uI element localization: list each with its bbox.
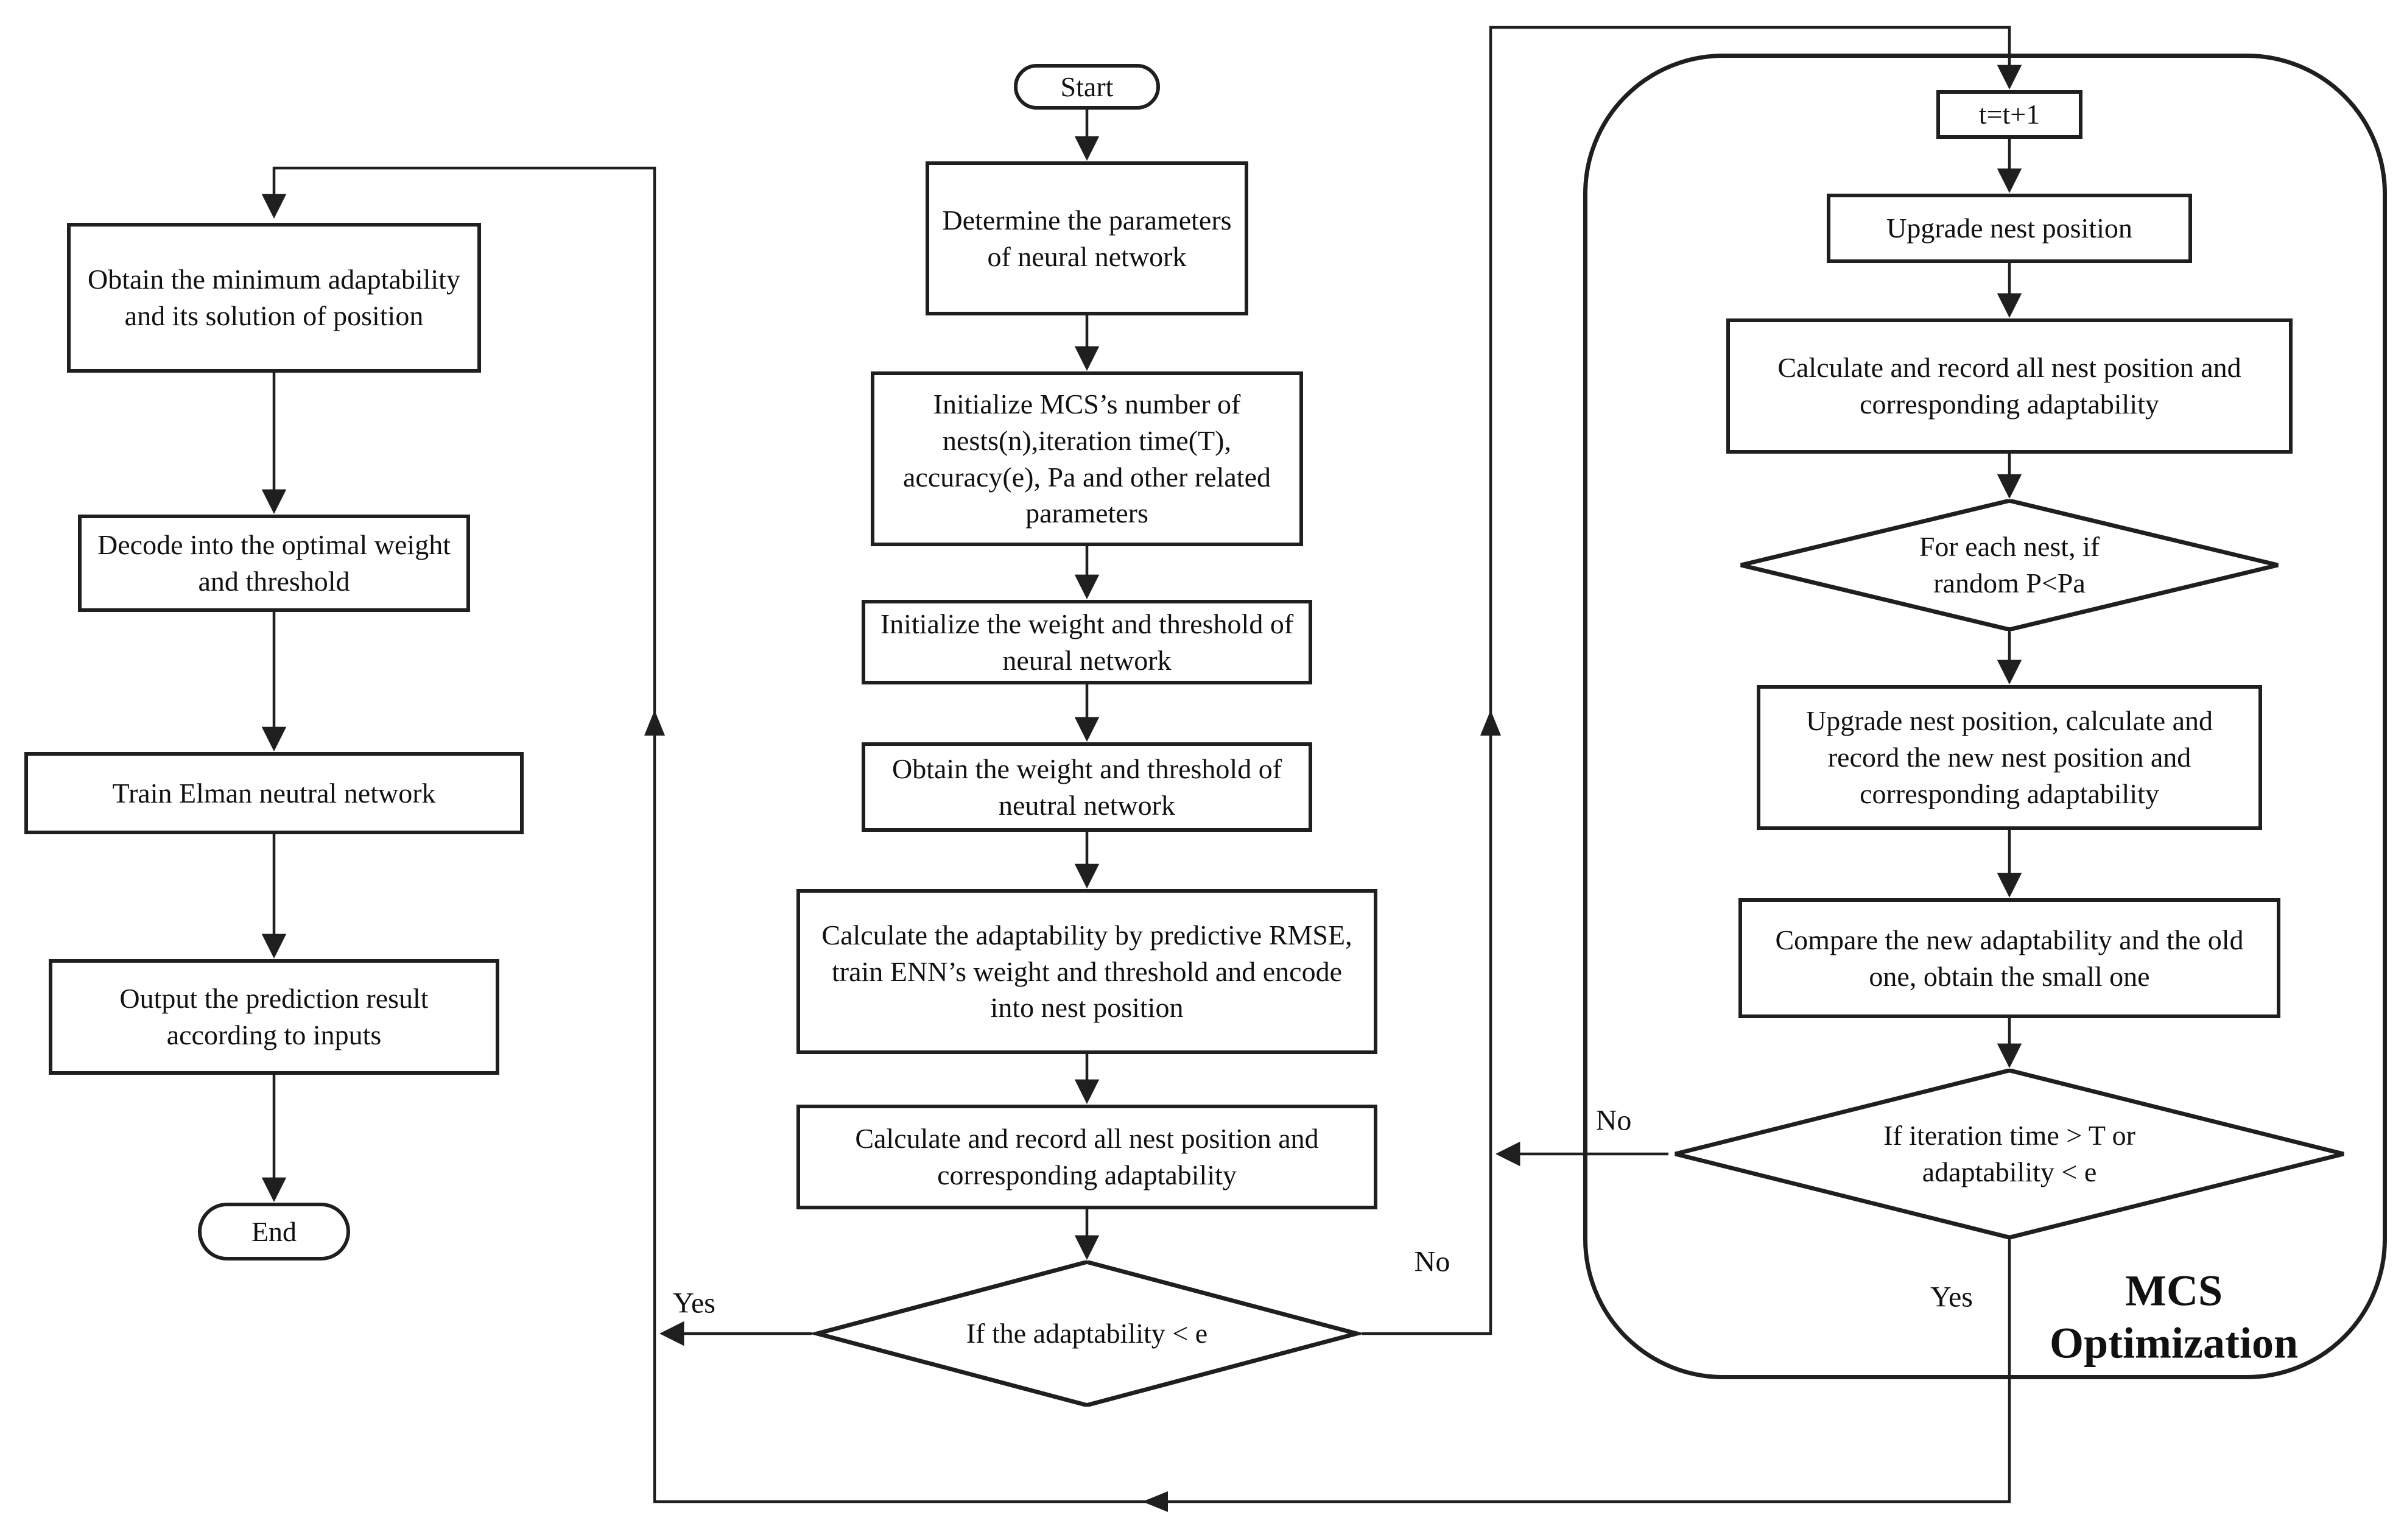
node-calculate-record-right-label: Calculate and record all nest position a… [1777,352,2241,420]
label-yes-iteration: Yes [1930,1281,1973,1313]
node-train-elman-label: Train Elman neutral network [112,777,436,809]
mid-arrow-left-bottom-rail [1142,1491,1168,1512]
node-decode: Decode into the optimal weight and thres… [78,515,470,612]
label-no-iteration: No [1595,1104,1632,1137]
node-train-elman: Train Elman neutral network [24,752,524,834]
node-obtain-minimum: Obtain the minimum adaptability and its … [67,223,481,373]
node-calculate-adaptability-label: Calculate the adaptability by predictive… [821,919,1352,1024]
node-calculate-record-right: Calculate and record all nest position a… [1726,318,2293,454]
node-output-prediction-label: Output the prediction result according t… [119,983,429,1050]
node-calculate-adaptability: Calculate the adaptability by predictive… [796,889,1377,1054]
node-obtain-minimum-label: Obtain the minimum adaptability and its … [88,264,460,331]
node-compare-adaptability: Compare the new adaptability and the old… [1738,898,2280,1018]
node-start-label: Start [1060,71,1114,102]
node-initialize-mcs: Initialize MCS’s number of nests(n),iter… [871,371,1303,546]
decision-iteration: If iteration time > T or adaptability < … [1668,1069,2350,1239]
decision-random-p-label: For each nest, if random P<Pa [1919,531,2100,599]
node-obtain-weight-label: Obtain the weight and threshold of neutr… [891,753,1282,821]
mid-arrow-up-right-rail [1480,710,1501,736]
node-start: Start [1014,64,1160,110]
node-upgrade-calculate: Upgrade nest position, calculate and rec… [1757,685,2262,830]
node-upgrade-nest: Upgrade nest position [1827,194,2192,263]
node-obtain-weight: Obtain the weight and threshold of neutr… [862,742,1312,832]
node-calculate-record-label: Calculate and record all nest position a… [855,1123,1319,1190]
decision-random-p: For each nest, if random P<Pa [1735,499,2283,631]
node-output-prediction: Output the prediction result according t… [49,959,499,1075]
label-no-middle: No [1414,1245,1450,1278]
decision-iteration-label: If iteration time > T or adaptability < … [1883,1120,2135,1187]
node-upgrade-nest-label: Upgrade nest position [1886,213,2132,244]
node-calculate-record: Calculate and record all nest position a… [796,1105,1377,1209]
node-initialize-weight-label: Initialize the weight and threshold of n… [880,608,1294,676]
node-determine-parameters: Determine the parameters of neural netwo… [926,161,1248,315]
node-initialize-weight: Initialize the weight and threshold of n… [862,600,1312,684]
node-t-increment-label: t=t+1 [1978,99,2040,130]
node-upgrade-calculate-label: Upgrade nest position, calculate and rec… [1805,705,2213,809]
mid-arrow-up-left-rail [644,710,665,736]
label-yes-middle: Yes [673,1287,715,1320]
node-end-label: End [251,1215,297,1247]
node-decode-label: Decode into the optimal weight and thres… [97,529,451,597]
mcs-optimization-label-line1: MCS [2125,1266,2223,1315]
node-initialize-mcs-label: Initialize MCS’s number of nests(n),iter… [902,388,1271,529]
node-determine-parameters-label: Determine the parameters of neural netwo… [942,204,1232,272]
node-compare-adaptability-label: Compare the new adaptability and the old… [1775,924,2244,992]
node-t-increment: t=t+1 [1936,90,2082,139]
decision-adaptability-label: If the adaptability < e [966,1318,1208,1349]
mcs-optimization-label: MCS Optimization [2050,1265,2298,1370]
node-end: End [198,1203,350,1260]
mcs-optimization-label-line2: Optimization [2050,1319,2298,1368]
decision-adaptability: If the adaptability < e [812,1260,1362,1407]
